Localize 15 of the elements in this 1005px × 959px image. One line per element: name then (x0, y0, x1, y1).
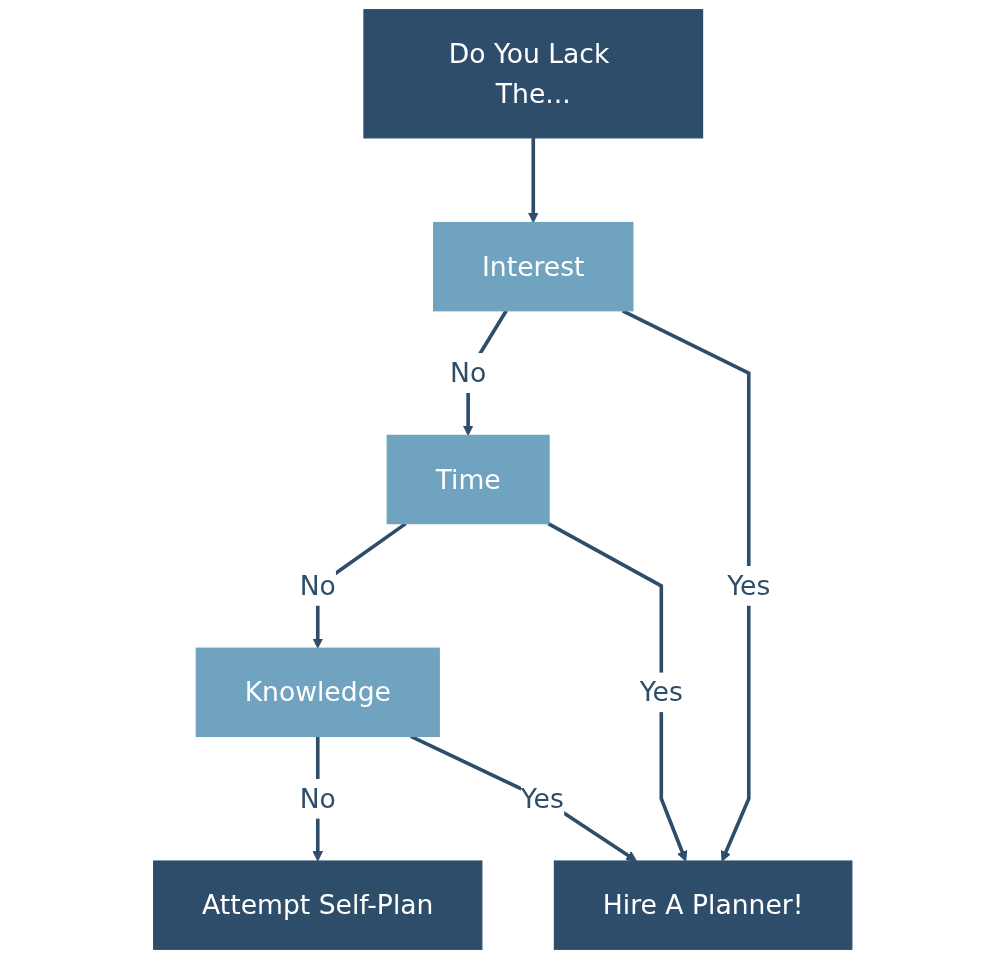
edge-label: No (299, 570, 336, 602)
node-box: Attempt Self-Plan (152, 860, 483, 950)
node-box: Hire A Planner! (553, 860, 853, 950)
node-box: Knowledge (195, 647, 440, 738)
node-box: Time (386, 434, 550, 525)
edge-label: No (449, 357, 486, 389)
edge-label: Yes (520, 783, 564, 814)
arrow (621, 309, 751, 862)
edge-label: Yes (727, 570, 770, 602)
edge-label: No (299, 783, 336, 814)
arrow (527, 137, 539, 223)
node-box: Do You Lack The... (363, 9, 703, 139)
arrow (547, 522, 687, 862)
edge-label: Yes (639, 677, 683, 708)
node-box: Interest (432, 221, 634, 312)
